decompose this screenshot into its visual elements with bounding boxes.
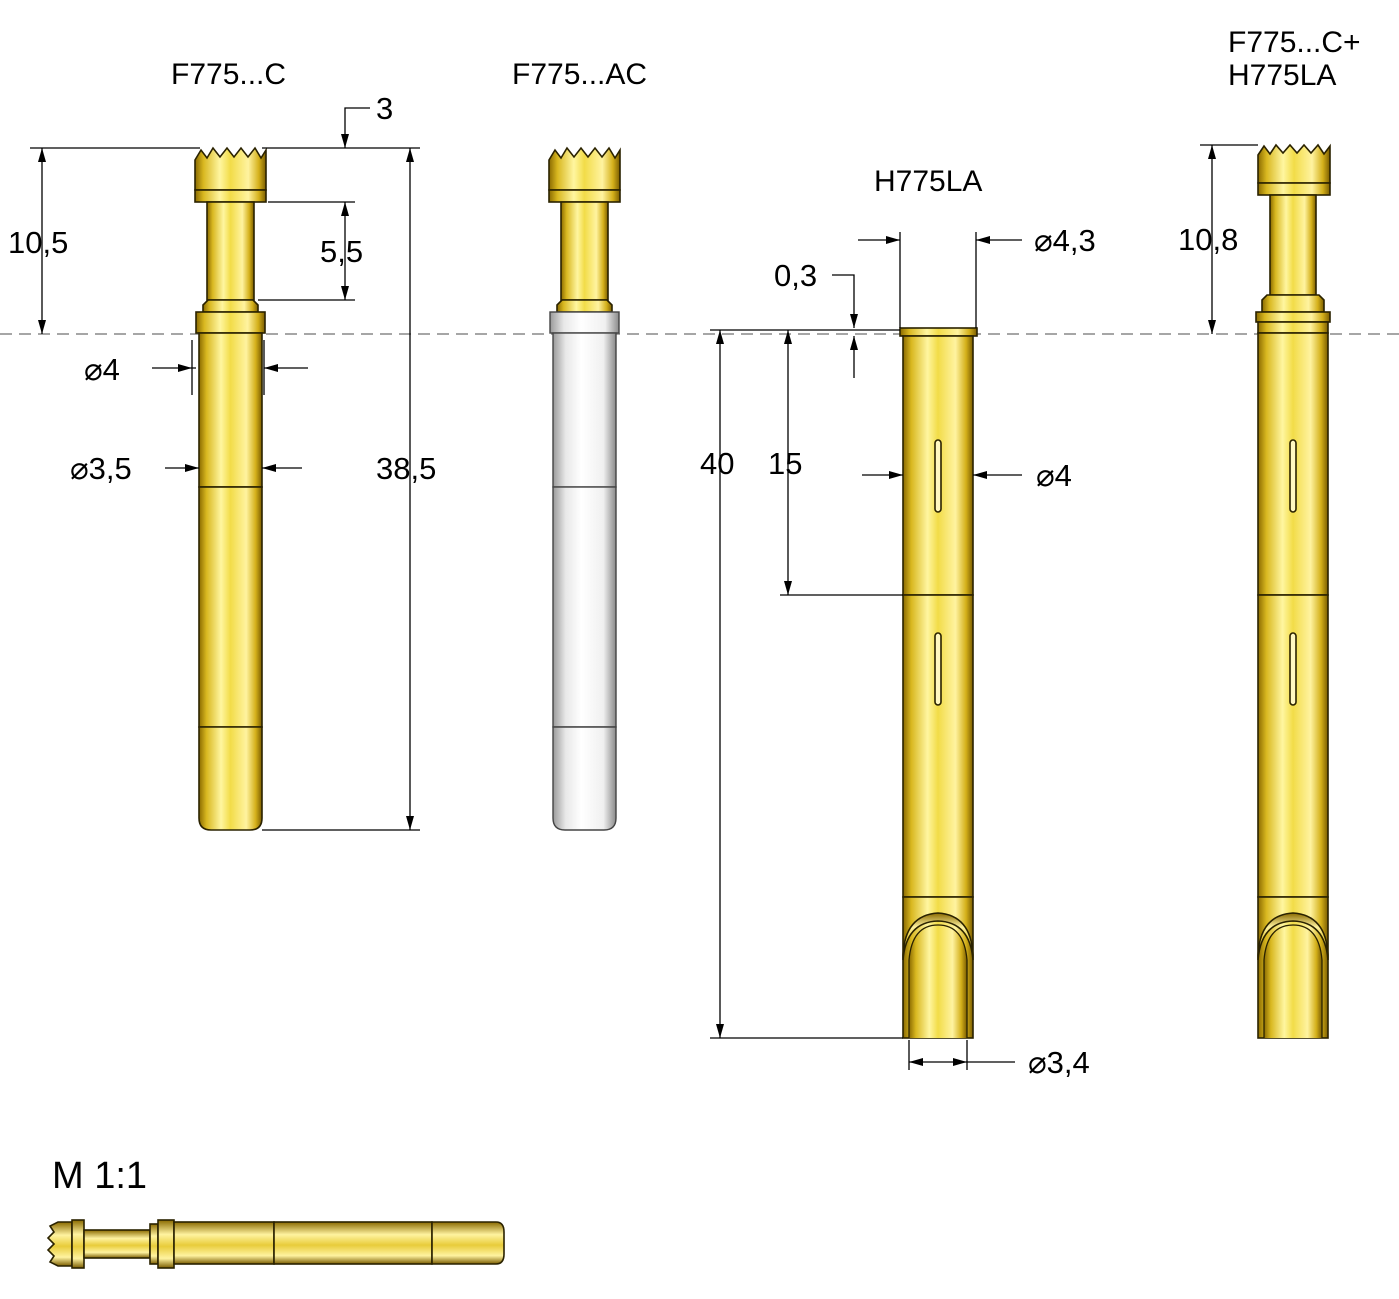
pin-scale-1-1 bbox=[46, 1219, 505, 1269]
label-pin4-line2: H775LA bbox=[1228, 59, 1336, 92]
label-pin4-line1: F775...C+ bbox=[1228, 26, 1361, 59]
dim-receptacle-tip-dia: ⌀3,4 bbox=[1028, 1045, 1090, 1080]
scale-label: M 1:1 bbox=[52, 1155, 147, 1197]
label-pin3: H775LA bbox=[874, 165, 982, 198]
dim-receptacle-dia: ⌀4 bbox=[1036, 458, 1072, 493]
dim-flange-dia: ⌀4,3 bbox=[1034, 223, 1096, 258]
dim-tip-dia: ⌀3,5 bbox=[70, 451, 132, 486]
label-pin1: F775...C bbox=[171, 58, 286, 91]
pin-assembly-f775-c-h775la bbox=[1255, 143, 1331, 1039]
dim-assembly-head-length: 10,8 bbox=[1178, 222, 1238, 257]
dim-flange-thickness: 0,3 bbox=[774, 258, 817, 293]
dim-slot-depth: 15 bbox=[768, 446, 802, 481]
dim-total-length: 38,5 bbox=[376, 451, 436, 486]
receptacle-h775la bbox=[899, 327, 978, 1039]
pin-f775-ac bbox=[548, 146, 621, 831]
label-pin2: F775...AC bbox=[512, 58, 647, 91]
dim-head-length: 10,5 bbox=[8, 225, 68, 260]
pin-f775-c bbox=[194, 146, 267, 831]
dim-receptacle-length: 40 bbox=[700, 446, 734, 481]
dim-neck-length: 5,5 bbox=[320, 234, 363, 269]
dim-body-dia: ⌀4 bbox=[84, 352, 120, 387]
dim-crown-height: 3 bbox=[376, 91, 393, 126]
dimension-arrows bbox=[38, 134, 1216, 1066]
